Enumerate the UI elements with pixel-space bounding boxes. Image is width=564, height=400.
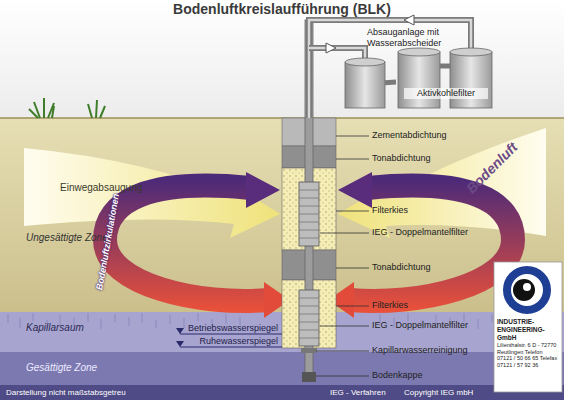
- water-level-symbol: [176, 341, 184, 347]
- separator-unit: Absauganlage mit Wasserabscheider: [345, 60, 385, 108]
- part-label: Bodenluft: [463, 139, 521, 197]
- bottom-cap: [302, 372, 316, 382]
- return-pipe: [309, 20, 471, 118]
- flow-arrow: [326, 43, 336, 53]
- part-label: Gesättigte Zone: [26, 362, 97, 374]
- part-label: Bodenkappe: [372, 370, 423, 381]
- part-label: Ruhewasserspiegel: [199, 336, 278, 347]
- capillary-cleaning-ring: [301, 348, 317, 353]
- tank-top: [398, 48, 440, 56]
- part-label: Filterkies: [372, 300, 408, 311]
- flow-arrow: [404, 15, 414, 25]
- logo-box: [494, 262, 562, 392]
- double-jacket-filter: [299, 290, 319, 346]
- grass: [29, 98, 105, 118]
- part-label: Einwegabsaugung: [60, 182, 142, 194]
- part-label: Betriebswasserspiegel: [188, 323, 278, 334]
- part-label: IEG - Doppelmantelfilter: [372, 320, 468, 331]
- part-label: Darstellung nicht maßstabsgetreu: [6, 388, 126, 398]
- saturated-zone: [0, 352, 564, 385]
- part-label: Zementabdichtung: [372, 130, 447, 141]
- part-label: Filterkies: [372, 205, 408, 216]
- water-level-symbol: [176, 328, 184, 334]
- circulation-arc: [105, 186, 268, 301]
- logo-mark: [523, 283, 531, 291]
- node-text: Lilienthalstr. 6 D - 72770 Reutlingen Te…: [497, 342, 559, 368]
- diagram-title: Bodenluftkreislaufführung (BLK): [0, 1, 564, 17]
- double-jacket-filter: [299, 182, 319, 246]
- footer-strip: [0, 385, 564, 400]
- company-logo: INDUSTRIE- ENGINEERING- GmbHLilienthalst…: [494, 262, 562, 390]
- filter-slots: [299, 190, 319, 238]
- circulation-arc: [350, 186, 513, 301]
- sky: [0, 0, 564, 118]
- filter-slots: [299, 298, 319, 338]
- part-label: IEG - Verfahren: [330, 388, 386, 398]
- circulation-arrowhead: [338, 172, 372, 208]
- separator-tank: [345, 62, 385, 108]
- tank-top: [345, 58, 385, 66]
- logo-ring: [507, 270, 547, 310]
- tank-top: [450, 48, 492, 56]
- part-label: Ungesättigte Zone: [26, 232, 108, 244]
- logo-mark: [513, 279, 535, 301]
- activated-carbon-filter: Aktivkohlefilter: [396, 48, 494, 110]
- water-level-line: [180, 334, 282, 347]
- part-label: Kapillarsaum: [26, 322, 84, 334]
- filter-tank: [398, 52, 440, 108]
- filter-tank: [450, 52, 492, 108]
- part-label: Kapillarwasserreinigung: [372, 345, 468, 356]
- part-label: Tonabdichtung: [372, 153, 431, 164]
- part-label: Tonabdichtung: [372, 262, 431, 273]
- node-text: Aktivkohlefilter: [404, 88, 488, 99]
- node-text: Absauganlage mit Wasserabscheider: [367, 27, 459, 49]
- tank-pipe: [440, 64, 450, 69]
- part-label: IEG - Doppelmantelfilter: [372, 227, 468, 238]
- filter-gravel: [282, 280, 336, 348]
- pipe-connector: [385, 80, 396, 86]
- leader-line: [316, 136, 369, 376]
- node-text: INDUSTRIE- ENGINEERING- GmbH: [497, 318, 559, 341]
- return-pipe: [309, 20, 471, 118]
- part-label: Copyright IEG mbH: [404, 388, 473, 398]
- circulation-arrowhead: [246, 172, 280, 208]
